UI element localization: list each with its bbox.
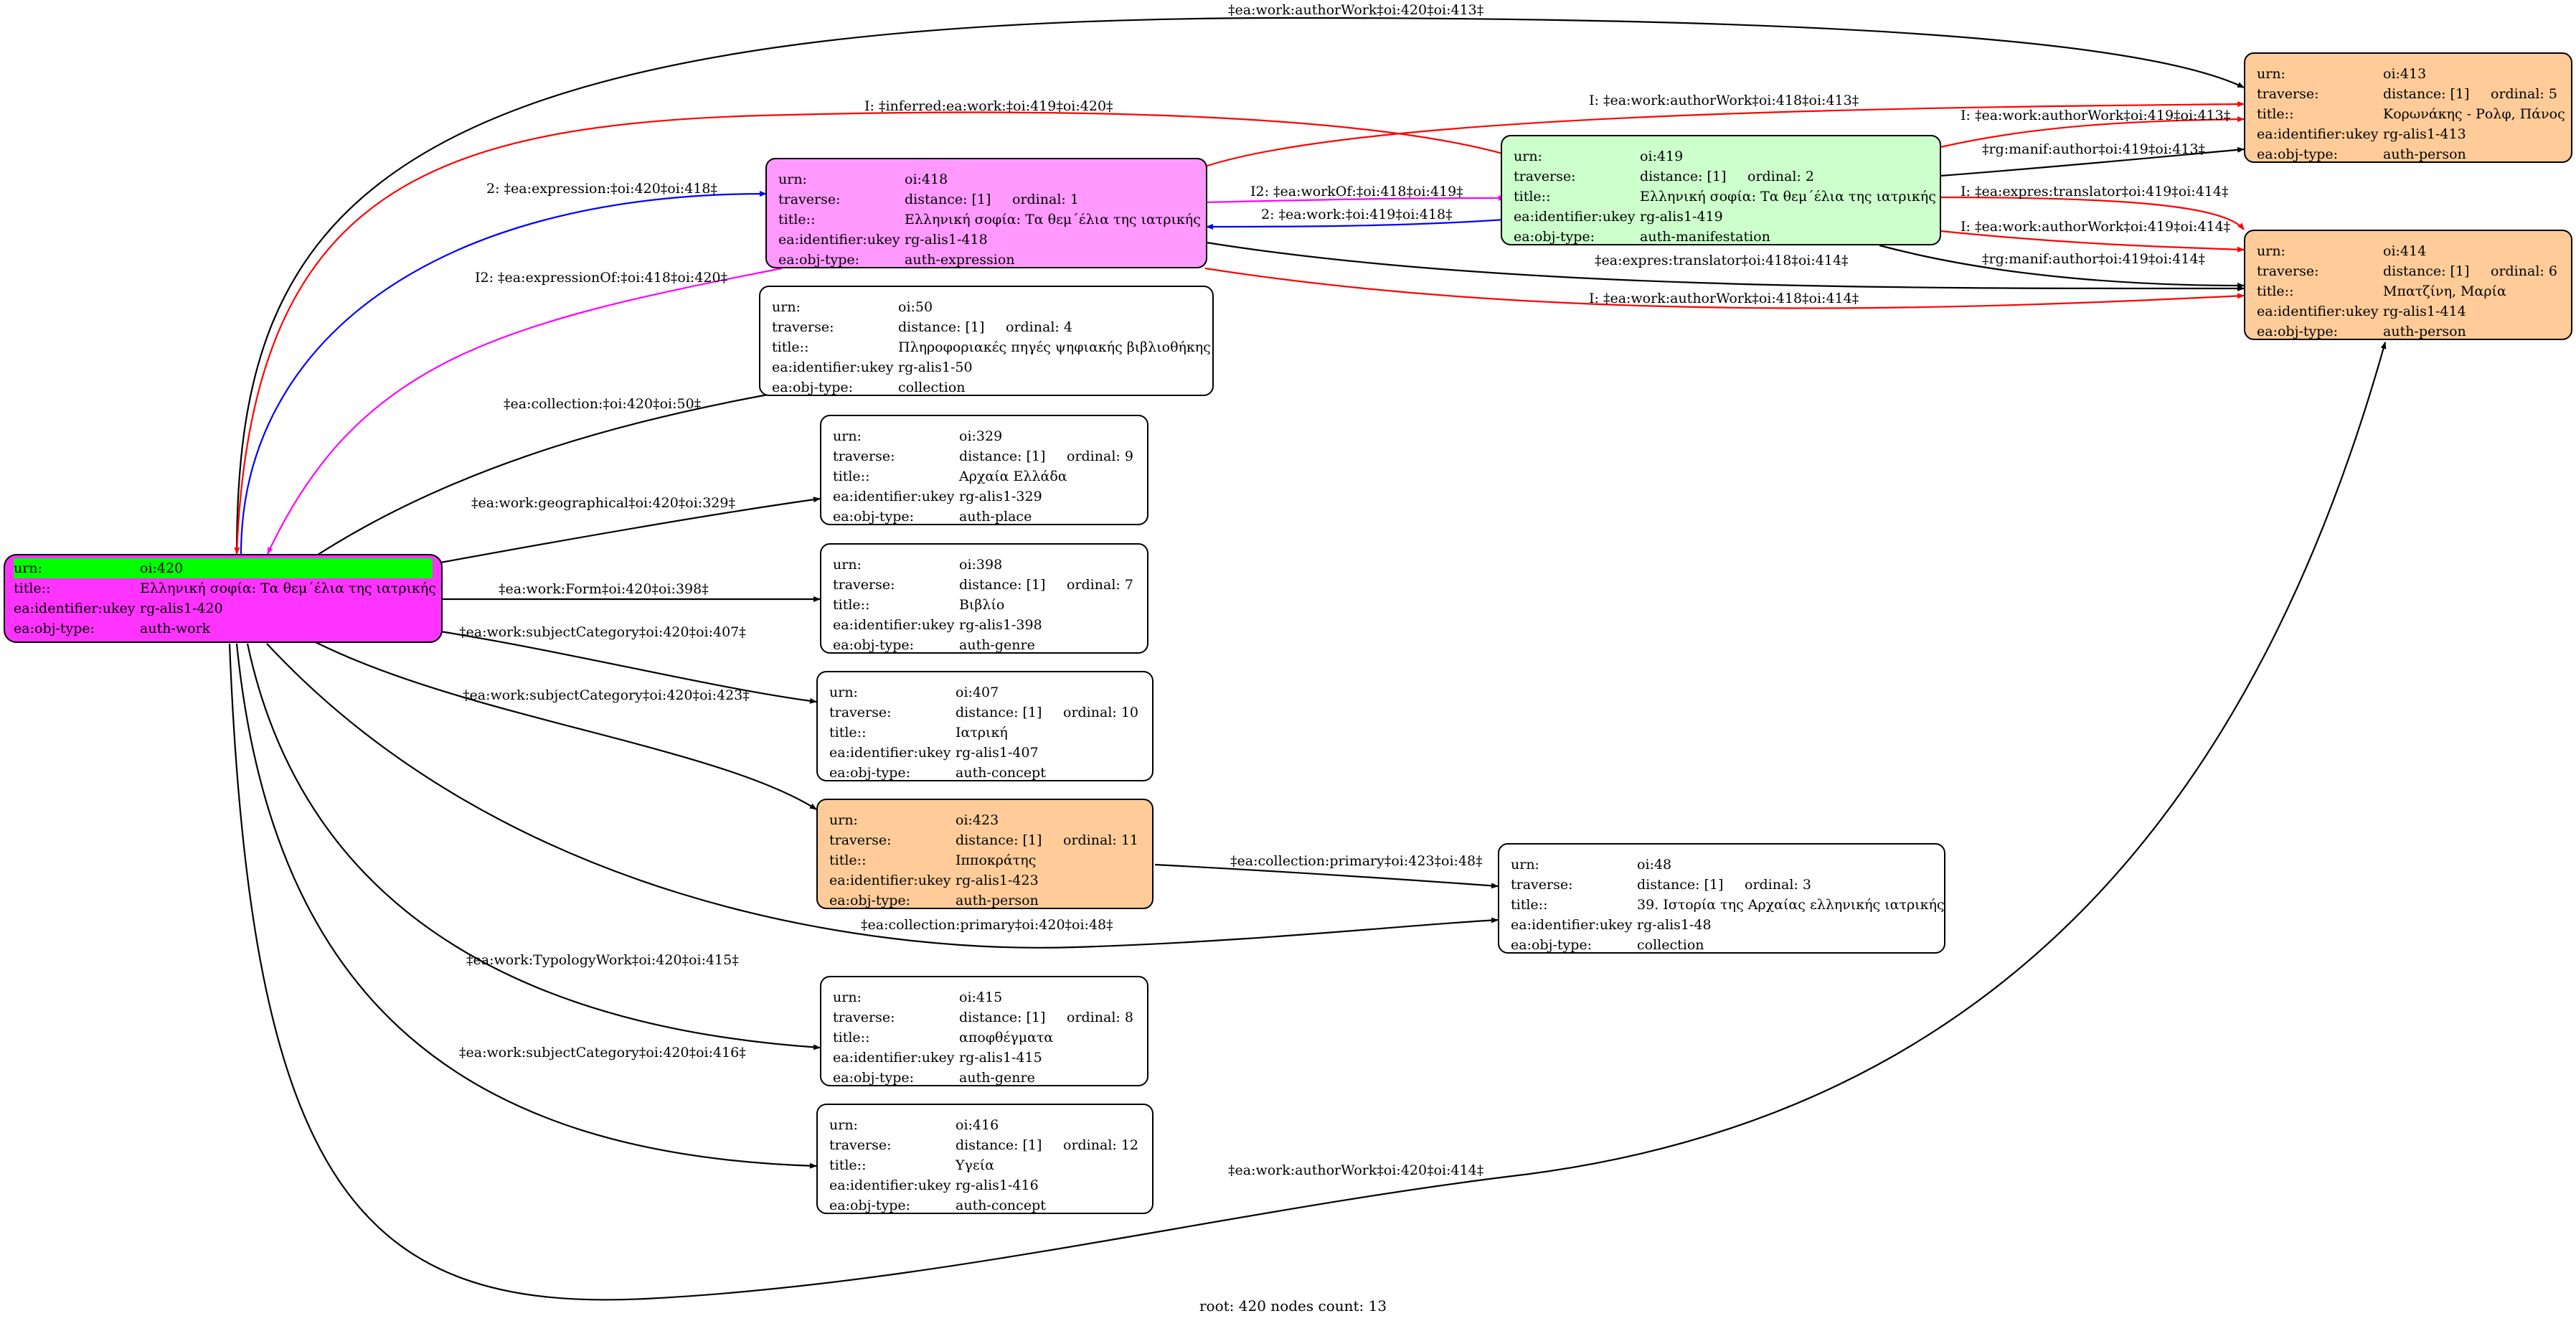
edge-419-418-work xyxy=(1206,218,1506,230)
edge-label: ‡ea:work:authorWork‡oi:420‡oi:414‡ xyxy=(1228,1162,1484,1178)
node-objtype-row: ea:obj-type:auth-work xyxy=(14,621,211,636)
edge-label: I: ‡ea:work:authorWork‡oi:418‡oi:414‡ xyxy=(1589,291,1859,306)
edge-420-50 xyxy=(315,389,788,557)
edge-420-415 xyxy=(246,643,821,1050)
edge-419-413-authorwork xyxy=(1940,116,2245,149)
node-oi-423[interactable]: urn:oi:423 traverse:distance: [1]ordinal… xyxy=(816,799,1153,909)
edge-label: ‡ea:work:subjectCategory‡oi:420‡oi:423‡ xyxy=(463,687,750,703)
node-oi-398[interactable]: urn:oi:398 traverse:distance: [1]ordinal… xyxy=(820,543,1148,654)
node-oi-415[interactable]: urn:oi:415 traverse:distance: [1]ordinal… xyxy=(820,976,1148,1086)
edge-419-420-inferred xyxy=(234,111,1506,555)
node-oi-420[interactable]: urn:oi:420 title::Ελληνική σοφία: Τα θεμ… xyxy=(4,554,443,643)
edge-418-414-translator xyxy=(1206,241,2245,292)
edge-label: I2: ‡ea:workOf:‡oi:418‡oi:419‡ xyxy=(1250,184,1463,199)
edge-418-420-expressionof xyxy=(267,267,783,555)
edge-label: ‡ea:work:geographical‡oi:420‡oi:329‡ xyxy=(471,495,735,511)
edge-label: ‡rg:manif:author‡oi:419‡oi:413‡ xyxy=(1982,141,2206,157)
edge-label: 2: ‡ea:expression:‡oi:420‡oi:418‡ xyxy=(486,181,717,197)
node-oi-48[interactable]: urn:oi:48 traverse:distance: [1]ordinal:… xyxy=(1498,843,1945,954)
edge-420-407 xyxy=(440,630,817,704)
edge-420-414-authorwork xyxy=(228,342,2387,1301)
graph-footer: root: 420 nodes count: 13 xyxy=(1199,1297,1387,1315)
node-oi-416[interactable]: urn:oi:416 traverse:distance: [1]ordinal… xyxy=(816,1104,1153,1214)
node-title-row: title::Ελληνική σοφία: Τα θεμ΄έλια της ι… xyxy=(14,580,436,596)
edge-label: ‡ea:work:Form‡oi:420‡oi:398‡ xyxy=(499,581,709,597)
edge-label: I: ‡ea:expres:translator‡oi:419‡oi:414‡ xyxy=(1961,184,2229,199)
edge-label: I: ‡ea:work:authorWork‡oi:419‡oi:413‡ xyxy=(1961,108,2231,123)
edge-419-413-manif xyxy=(1940,146,2245,177)
edge-418-413-authorwork xyxy=(1204,101,2245,168)
edge-label: ‡ea:work:TypologyWork‡oi:420‡oi:415‡ xyxy=(466,952,739,968)
edge-423-48 xyxy=(1154,863,1499,889)
edge-label: ‡rg:manif:author‡oi:419‡oi:414‡ xyxy=(1982,251,2206,267)
edge-label: 2: ‡ea:work:‡oi:419‡oi:418‡ xyxy=(1261,207,1453,222)
node-oi-329[interactable]: urn:oi:329 traverse:distance: [1]ordinal… xyxy=(820,415,1148,525)
node-oi-50[interactable]: urn:oi:50 traverse:distance: [1]ordinal:… xyxy=(759,286,1214,396)
edge-419-414-translator xyxy=(1940,196,2245,230)
edge-label: ‡ea:collection:‡oi:420‡oi:50‡ xyxy=(504,396,702,412)
node-oi-419[interactable]: urn:oi:419 traverse:distance: [1]ordinal… xyxy=(1501,135,1941,245)
edge-418-419-workof xyxy=(1206,195,1506,204)
edge-420-48 xyxy=(266,643,1499,949)
edge-420-423 xyxy=(315,641,817,810)
edge-label: ‡ea:work:authorWork‡oi:420‡oi:413‡ xyxy=(1228,2,1484,18)
edge-label: ‡ea:expres:translator‡oi:418‡oi:414‡ xyxy=(1595,253,1849,268)
edge-label: ‡ea:collection:primary‡oi:423‡oi:48‡ xyxy=(1230,853,1483,869)
edge-label: I: ‡ea:work:authorWork‡oi:418‡oi:413‡ xyxy=(1589,93,1859,108)
edge-419-414-authorwork xyxy=(1940,230,2245,253)
edge-label: I: ‡inferred:ea:work:‡oi:419‡oi:420‡ xyxy=(864,98,1113,114)
edge-label: ‡ea:collection:primary‡oi:420‡oi:48‡ xyxy=(861,917,1113,933)
edge-420-329 xyxy=(440,497,821,564)
edge-420-418-expression xyxy=(240,191,767,555)
edge-label: I: ‡ea:work:authorWork‡oi:419‡oi:414‡ xyxy=(1961,219,2231,235)
node-oi-407[interactable]: urn:oi:407 traverse:distance: [1]ordinal… xyxy=(816,671,1153,781)
edge-label: ‡ea:work:subjectCategory‡oi:420‡oi:416‡ xyxy=(459,1045,746,1061)
edge-420-413-authorwork xyxy=(235,17,2245,557)
node-urn-row: urn:oi:420 xyxy=(14,558,433,578)
node-oi-413[interactable]: urn:oi:413 traverse:distance: [1]ordinal… xyxy=(2244,52,2572,163)
node-oi-418[interactable]: urn:oi:418 traverse:distance: [1]ordinal… xyxy=(765,158,1207,268)
edge-419-414-manif xyxy=(1879,244,2245,288)
edge-label: ‡ea:work:subjectCategory‡oi:420‡oi:407‡ xyxy=(459,624,746,640)
edge-418-414-authorwork-red xyxy=(1204,267,2245,309)
edge-420-416 xyxy=(235,643,817,1169)
edge-label: I2: ‡ea:expressionOf:‡oi:418‡oi:420‡ xyxy=(475,270,728,286)
node-oi-414[interactable]: urn:oi:414 traverse:distance: [1]ordinal… xyxy=(2244,230,2572,340)
